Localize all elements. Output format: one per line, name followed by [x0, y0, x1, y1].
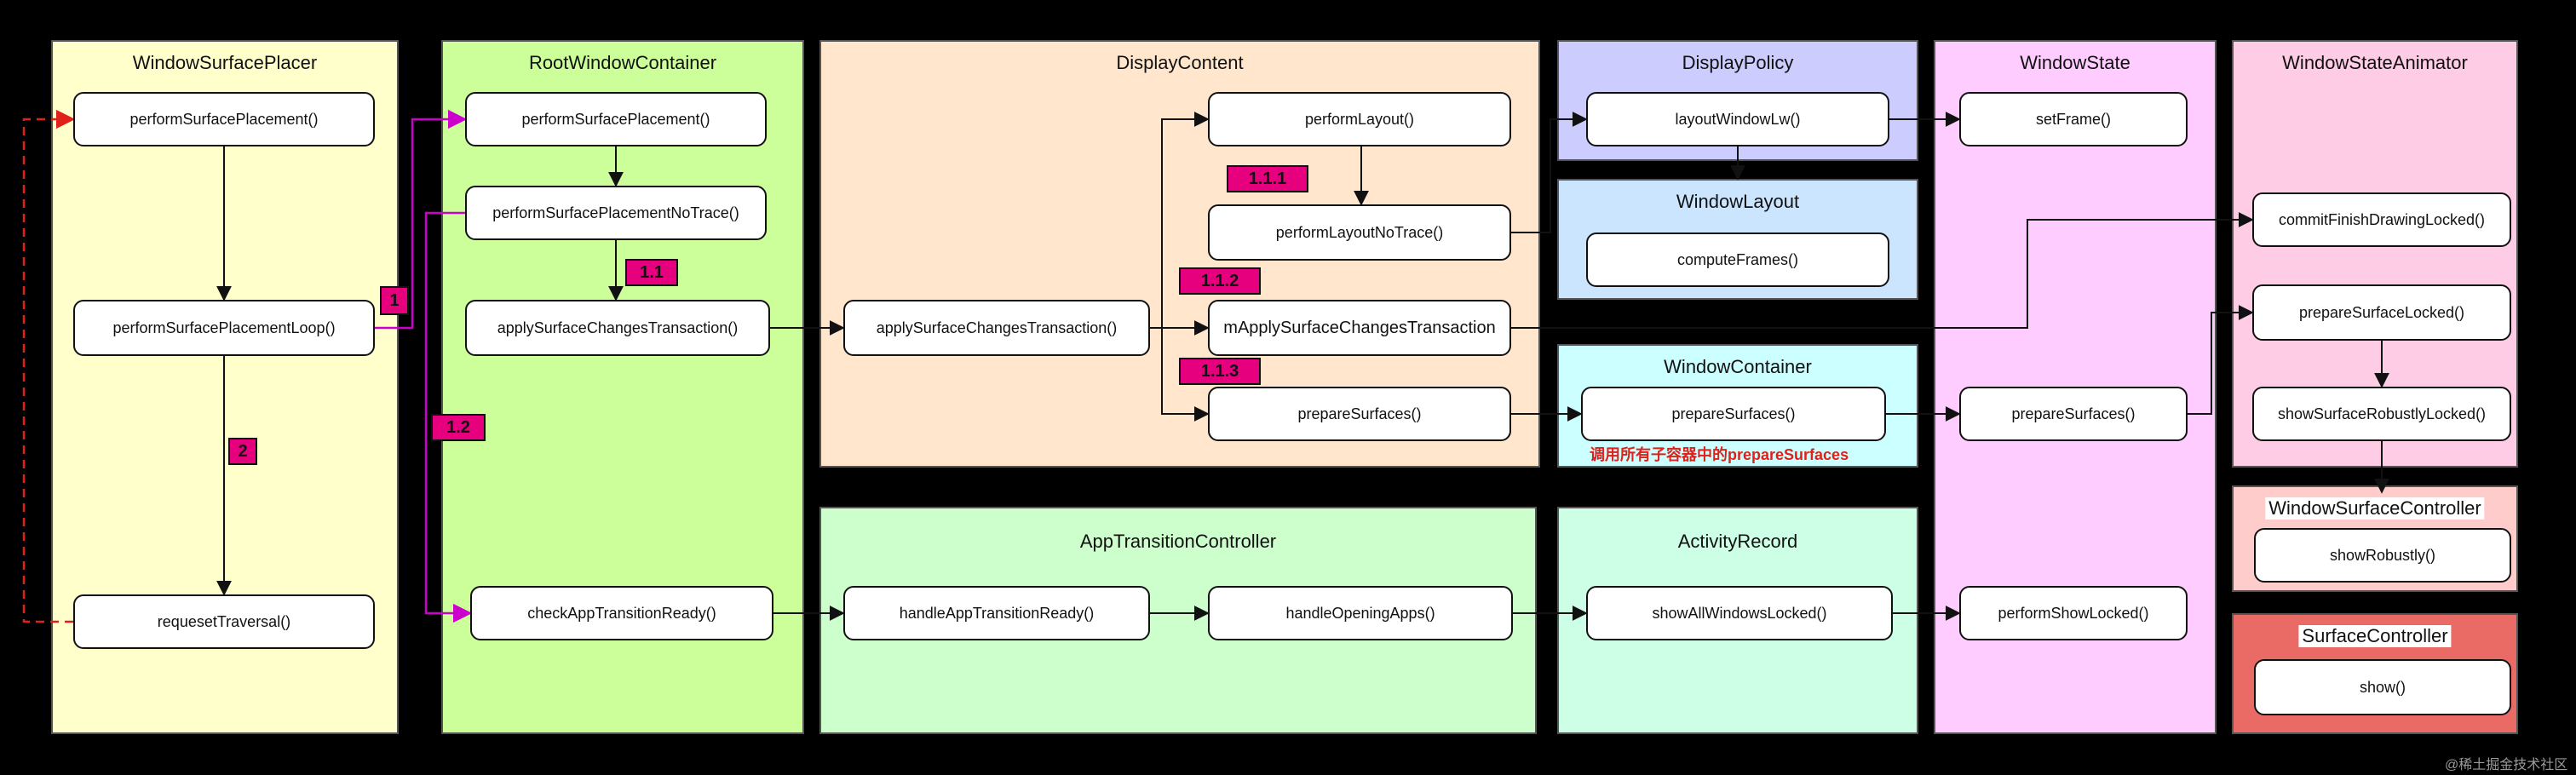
- policy-layout-window-lw-node[interactable]: layoutWindowLw(): [1586, 92, 1889, 146]
- step-badge-1-1: 1.1: [625, 259, 678, 286]
- at-handle-app-transition-ready-node[interactable]: handleAppTransitionReady(): [843, 586, 1150, 640]
- layout-compute-frames-node[interactable]: computeFrames(): [1586, 232, 1889, 287]
- panel-title: WindowContainer: [1664, 356, 1812, 377]
- placer-request-traversal-node[interactable]: requesetTraversal(): [73, 594, 375, 649]
- activity-show-all-windows-locked-node[interactable]: showAllWindowsLocked(): [1586, 586, 1893, 640]
- placer-perform-surface-placement-node[interactable]: performSurfacePlacement(): [73, 92, 375, 146]
- step-badge-1-1-2: 1.1.2: [1179, 267, 1261, 295]
- display-mapply-surface-changes-node[interactable]: mApplySurfaceChangesTransaction: [1208, 300, 1511, 356]
- step-badge-1-2: 1.2: [431, 414, 486, 441]
- animator-prepare-surface-locked-node[interactable]: prepareSurfaceLocked(): [2252, 284, 2511, 341]
- root-apply-surface-changes-node[interactable]: applySurfaceChangesTransaction(): [465, 300, 770, 356]
- panel-title: AppTransitionController: [1079, 531, 1277, 552]
- step-badge-1-1-3: 1.1.3: [1179, 358, 1261, 385]
- step-badge-2: 2: [228, 438, 257, 465]
- windowstate-perform-show-locked-node[interactable]: performShowLocked(): [1959, 586, 2188, 640]
- panel-title: SurfaceController: [2298, 625, 2452, 647]
- step-badge-1: 1: [380, 286, 409, 315]
- container-prepare-surfaces-node[interactable]: prepareSurfaces(): [1581, 387, 1886, 441]
- sc-show-node[interactable]: show(): [2254, 659, 2511, 715]
- watermark: @稀土掘金技术社区: [2445, 758, 2568, 772]
- placer-perform-surface-placement-loop-node[interactable]: performSurfacePlacementLoop(): [73, 300, 375, 356]
- panel-title: WindowSurfacePlacer: [132, 52, 318, 73]
- at-handle-opening-apps-node[interactable]: handleOpeningApps(): [1208, 586, 1513, 640]
- panel-title: RootWindowContainer: [528, 52, 717, 73]
- display-apply-surface-changes-node[interactable]: applySurfaceChangesTransaction(): [843, 300, 1150, 356]
- panel-title: WindowLayout: [1676, 191, 1800, 212]
- root-perform-surface-placement-notrace-node[interactable]: performSurfacePlacementNoTrace(): [465, 186, 767, 240]
- panel-title: DisplayPolicy: [1682, 52, 1794, 73]
- prepare-surfaces-note: 调用所有子容器中的prepareSurfaces: [1590, 446, 1849, 463]
- panel-title: DisplayContent: [1116, 52, 1244, 73]
- display-perform-layout-node[interactable]: performLayout(): [1208, 92, 1511, 146]
- panel-title: WindowStateAnimator: [2282, 52, 2468, 73]
- root-check-app-transition-ready-node[interactable]: checkAppTransitionReady(): [470, 586, 773, 640]
- windowstate-set-frame-node[interactable]: setFrame(): [1959, 92, 2188, 146]
- root-perform-surface-placement-node[interactable]: performSurfacePlacement(): [465, 92, 767, 146]
- step-badge-1-1-1: 1.1.1: [1227, 165, 1308, 192]
- panel-title: WindowSurfaceController: [2265, 497, 2485, 520]
- panel-title: ActivityRecord: [1677, 531, 1798, 552]
- windowstate-prepare-surfaces-node[interactable]: prepareSurfaces(): [1959, 387, 2188, 441]
- wsc-show-robustly-node[interactable]: showRobustly(): [2254, 528, 2511, 583]
- animator-show-surface-robustly-node[interactable]: showSurfaceRobustlyLocked(): [2252, 387, 2511, 441]
- panel-title: WindowState: [2020, 52, 2130, 73]
- animator-commit-finish-drawing-node[interactable]: commitFinishDrawingLocked(): [2252, 192, 2511, 247]
- display-prepare-surfaces-node[interactable]: prepareSurfaces(): [1208, 387, 1511, 441]
- display-perform-layout-notrace-node[interactable]: performLayoutNoTrace(): [1208, 204, 1511, 261]
